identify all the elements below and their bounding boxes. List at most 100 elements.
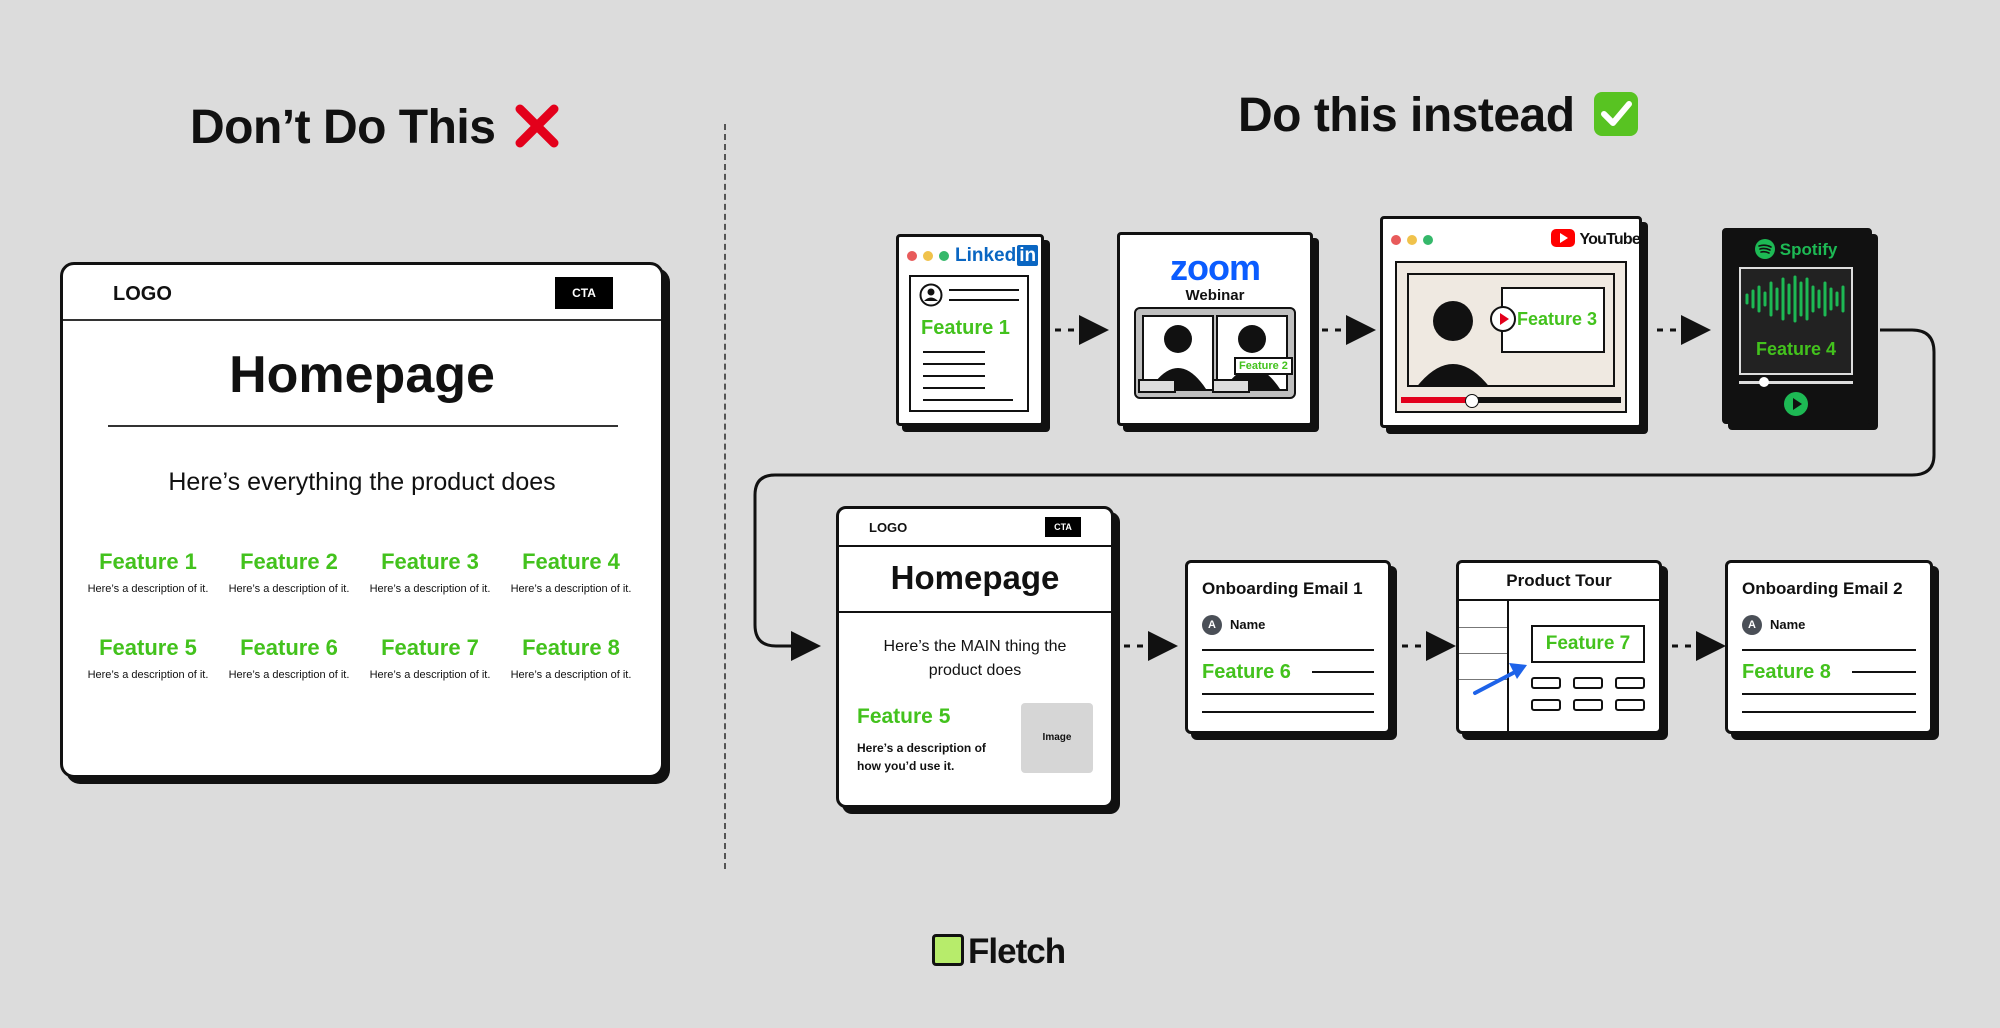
- left-feature-4: Feature 4 Here’s a description of it.: [506, 549, 636, 595]
- spotify-icon: [1755, 239, 1775, 259]
- left-logo: LOGO: [113, 283, 172, 305]
- left-feature-title: Feature 2: [240, 549, 338, 574]
- zoom-logo: zoom: [1170, 247, 1261, 288]
- onboarding-email-2-card: Onboarding Email 2 A Name Feature 8: [1725, 560, 1933, 734]
- email1-sender-name: Name: [1230, 617, 1266, 632]
- pointer-arrow-icon: [1473, 663, 1527, 695]
- spotify-progress-handle[interactable]: [1759, 377, 1769, 387]
- product-tour-title: Product Tour: [1506, 571, 1612, 590]
- zoom-participant-1: [1142, 315, 1214, 391]
- window-dots: [907, 251, 949, 261]
- spotify-wordmark: Spotify: [1779, 240, 1838, 259]
- linkedin-in-badge: in: [1017, 245, 1039, 266]
- product-tour-sidebar: [1459, 601, 1509, 731]
- youtube-slide: Feature 3: [1501, 287, 1605, 353]
- left-feature-title: Feature 5: [99, 635, 197, 660]
- fletch-logo: Fletch: [932, 932, 1066, 972]
- youtube-progress-fill: [1401, 397, 1467, 403]
- left-homepage-mockup: LOGO CTA Homepage Here’s everything the …: [60, 262, 664, 778]
- youtube-video-area: Feature 3: [1407, 273, 1615, 387]
- left-feature-desc: Here’s a description of it.: [369, 583, 491, 595]
- youtube-logo: YouTube: [1551, 229, 1641, 249]
- left-feature-desc: Here’s a description of it.: [87, 583, 209, 595]
- left-feature-title: Feature 3: [381, 549, 479, 574]
- spotify-album-art: Feature 4: [1739, 267, 1853, 375]
- left-feature-desc: Here’s a description of it.: [228, 583, 350, 595]
- left-feature-title: Feature 8: [522, 635, 620, 660]
- left-subtitle: Here’s everything the product does: [168, 468, 556, 496]
- left-heading-text: Don’t Do This: [190, 101, 496, 154]
- left-header-divider: [63, 319, 661, 321]
- right-logo: LOGO: [869, 520, 908, 535]
- left-feature-desc: Here’s a description of it.: [510, 669, 632, 681]
- email2-feature: Feature 8: [1742, 661, 1831, 683]
- spotify-progress-bar[interactable]: [1739, 377, 1853, 387]
- right-heading-text: Do this instead: [1238, 89, 1575, 142]
- linkedin-post: Feature 1: [909, 275, 1029, 412]
- product-tour-buttons: [1531, 677, 1651, 717]
- play-button-icon[interactable]: [1783, 391, 1809, 417]
- avatar: A: [1742, 615, 1762, 635]
- youtube-feature: Feature 3: [1517, 309, 1598, 329]
- left-feature-desc: Here’s a description of it.: [510, 583, 632, 595]
- onboarding-email-1-card: Onboarding Email 1 A Name Feature 6: [1185, 560, 1391, 734]
- product-tour-feature[interactable]: Feature 7: [1531, 625, 1645, 663]
- left-cta-button[interactable]: CTA: [555, 277, 613, 309]
- left-feature-desc: Here’s a description of it.: [87, 669, 209, 681]
- right-title-divider: [839, 611, 1111, 613]
- zoom-feature-label: Feature 2: [1234, 357, 1293, 375]
- fletch-wordmark: Fletch: [968, 932, 1066, 971]
- left-page-title: Homepage: [229, 346, 495, 404]
- vertical-divider: [724, 124, 726, 869]
- spotify-feature: Feature 4: [1755, 339, 1837, 359]
- youtube-player: Feature 3: [1395, 261, 1627, 413]
- right-homepage-card: LOGO CTA Homepage Here’s the MAIN thing …: [836, 506, 1114, 808]
- green-check-icon: [1594, 92, 1639, 136]
- left-title-underline: [108, 425, 618, 427]
- left-feature-8: Feature 8 Here’s a description of it.: [506, 635, 636, 681]
- left-feature-5: Feature 5 Here’s a description of it.: [83, 635, 213, 681]
- play-button-icon[interactable]: [1489, 305, 1517, 333]
- left-feature-title: Feature 6: [240, 635, 338, 660]
- zoom-webinar-label: Webinar: [1185, 287, 1245, 304]
- left-feature-title: Feature 7: [381, 635, 479, 660]
- image-placeholder: Image: [1021, 703, 1093, 773]
- linkedin-feature: Feature 1: [921, 317, 1010, 339]
- linkedin-wordmark: Linked: [955, 245, 1017, 266]
- right-header-divider: [839, 545, 1111, 547]
- left-feature-6: Feature 6 Here’s a description of it.: [224, 635, 354, 681]
- presenter-icon: [1418, 301, 1488, 385]
- email1-feature: Feature 6: [1202, 661, 1291, 683]
- email1-title: Onboarding Email 1: [1202, 579, 1363, 598]
- zoom-name-tag-1: [1138, 379, 1176, 393]
- left-feature-desc: Here’s a description of it.: [228, 669, 350, 681]
- zoom-webinar-card: zoom Webinar Feature 2: [1117, 232, 1313, 426]
- right-subtitle: Here’s the MAIN thing the product does: [883, 638, 1067, 679]
- right-cta-button[interactable]: CTA: [1045, 517, 1081, 537]
- zoom-participant-2: [1216, 315, 1288, 391]
- email2-title: Onboarding Email 2: [1742, 579, 1903, 598]
- zoom-name-tag-2: [1212, 379, 1250, 393]
- youtube-progress-handle[interactable]: [1464, 394, 1479, 408]
- youtube-card: YouTube Feature 3: [1380, 216, 1642, 428]
- right-page-title: Homepage: [890, 559, 1060, 596]
- spotify-logo: Spotify: [1755, 239, 1837, 260]
- right-heading: Do this instead: [1238, 88, 1639, 143]
- youtube-play-icon: [1551, 229, 1575, 247]
- product-tour-card: Product Tour Feature 7: [1456, 560, 1662, 734]
- right-feature-desc: Here’s a description of how you’d use it…: [857, 741, 986, 773]
- left-heading: Don’t Do This: [190, 100, 560, 155]
- left-feature-2: Feature 2 Here’s a description of it.: [224, 549, 354, 595]
- left-feature-title: Feature 1: [99, 549, 197, 574]
- right-feature-5: Feature 5: [857, 705, 951, 728]
- left-feature-1: Feature 1 Here’s a description of it.: [83, 549, 213, 595]
- youtube-wordmark: YouTube: [1579, 231, 1640, 248]
- youtube-progress-bar[interactable]: [1401, 394, 1621, 408]
- fletch-square-icon: [932, 934, 964, 966]
- left-feature-title: Feature 4: [522, 549, 620, 574]
- left-feature-desc: Here’s a description of it.: [369, 669, 491, 681]
- sound-wave-icon: [1745, 275, 1845, 323]
